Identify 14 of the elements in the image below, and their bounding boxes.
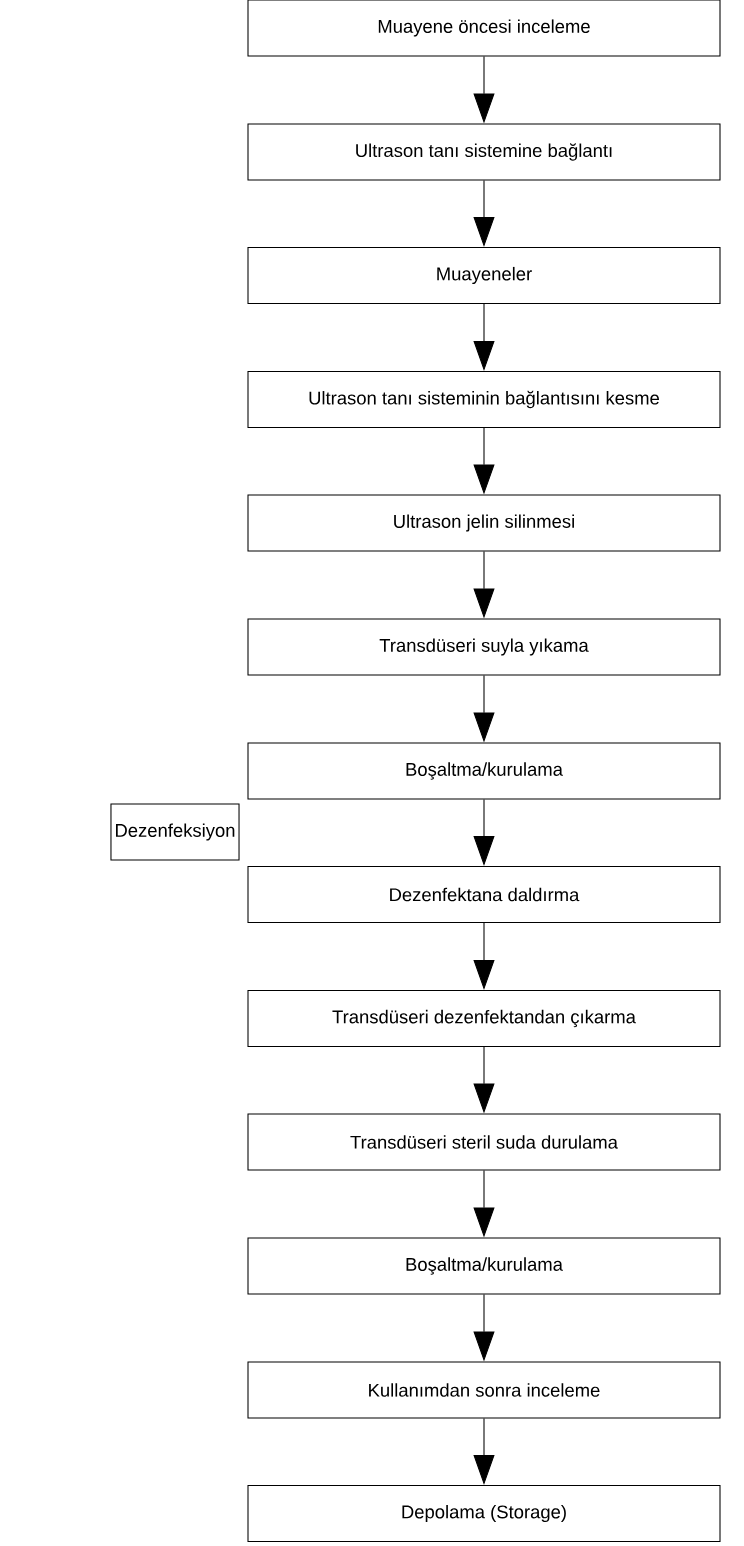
process-box: Transdüseri steril suda durulama xyxy=(247,1113,721,1171)
process-box: Ultrason tanı sisteminin bağlantısını kesme xyxy=(247,371,721,429)
process-box: Boşaltma/kurulama xyxy=(247,742,721,800)
process-box: Muayene öncesi inceleme xyxy=(247,0,721,57)
process-box: Dezenfeksiyon xyxy=(110,803,240,861)
process-box: Boşaltma/kurulama xyxy=(247,1237,721,1295)
process-box: Dezenfektana daldırma xyxy=(247,866,721,924)
process-box: Kullanımdan sonra inceleme xyxy=(247,1361,721,1419)
process-box: Transdüseri dezenfektandan çıkarma xyxy=(247,990,721,1048)
process-box: Ultrason jelin silinmesi xyxy=(247,494,721,552)
process-box: Muayeneler xyxy=(247,247,721,305)
process-box: Transdüseri suyla yıkama xyxy=(247,618,721,676)
process-box: Ultrason tanı sistemine bağlantı xyxy=(247,123,721,181)
process-box: Depolama (Storage) xyxy=(247,1485,721,1543)
